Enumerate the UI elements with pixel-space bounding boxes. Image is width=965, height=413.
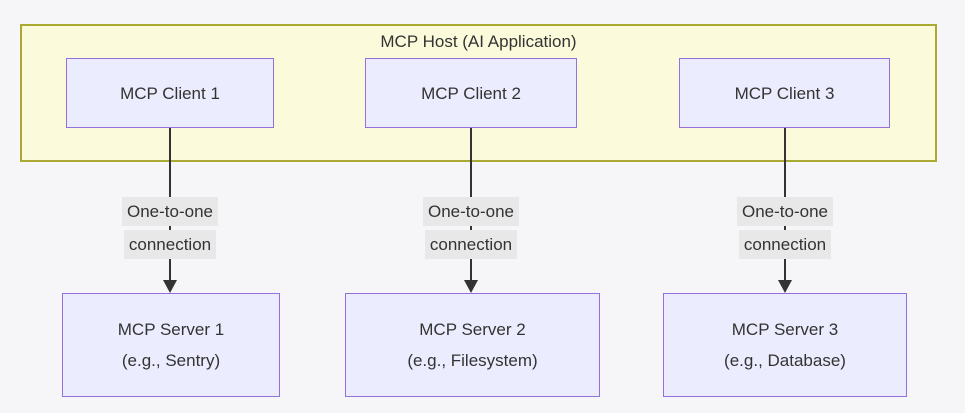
- node-mcp-client-3: MCP Client 3: [679, 58, 890, 128]
- connection-label-line: One-to-one: [423, 197, 519, 226]
- connection-label-line: connection: [738, 230, 832, 259]
- node-label: MCP Server 2: [419, 320, 526, 339]
- node-mcp-client-1: MCP Client 1: [66, 58, 274, 128]
- node-label: MCP Client 3: [734, 83, 835, 103]
- connection-label-3: One-to-one connection: [737, 197, 833, 259]
- node-mcp-client-2: MCP Client 2: [365, 58, 577, 128]
- node-label: MCP Server 1: [117, 320, 225, 339]
- node-sublabel: (e.g., Sentry): [121, 351, 221, 370]
- node-sublabel: (e.g., Database): [724, 351, 846, 370]
- node-label: MCP Server 3: [731, 320, 839, 339]
- node-label: MCP Client 1: [120, 83, 220, 103]
- arrowhead-icon: [163, 280, 177, 293]
- arrowhead-icon: [778, 280, 792, 293]
- connection-label-2: One-to-one connection: [423, 197, 519, 259]
- mcp-host-title: MCP Host (AI Application): [380, 32, 577, 51]
- connection-label-line: connection: [123, 230, 217, 259]
- connection-label-line: connection: [424, 230, 518, 259]
- node-mcp-server-1: MCP Server 1 (e.g., Sentry): [62, 293, 280, 397]
- connection-label-line: One-to-one: [122, 197, 218, 226]
- node-mcp-server-2: MCP Server 2 (e.g., Filesystem): [345, 293, 600, 397]
- node-mcp-server-3: MCP Server 3 (e.g., Database): [663, 293, 907, 397]
- connection-label-line: One-to-one: [737, 197, 833, 226]
- node-label: MCP Client 2: [421, 83, 521, 103]
- node-sublabel: (e.g., Filesystem): [407, 351, 538, 370]
- connection-label-1: One-to-one connection: [122, 197, 218, 259]
- arrowhead-icon: [464, 280, 478, 293]
